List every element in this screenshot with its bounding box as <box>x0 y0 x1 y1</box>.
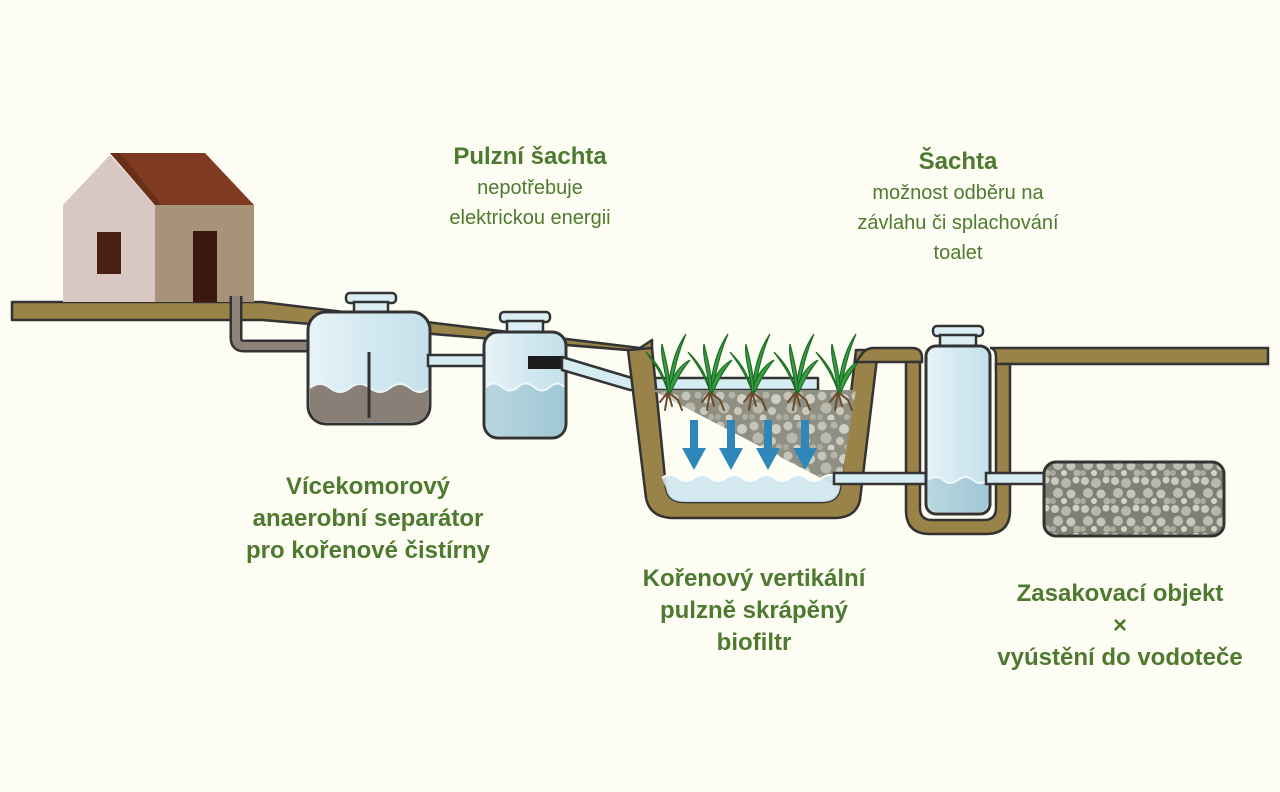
biofilter-bed <box>626 346 880 520</box>
biofilter-line1: Kořenový vertikální <box>642 565 866 592</box>
infiltration-object <box>1042 460 1226 538</box>
pipe-shaft-to-infiltration <box>984 471 1050 486</box>
label-pulse-shaft: Pulzní šachta nepotřebuje elektrickou en… <box>390 141 670 233</box>
pulse-shaft-line1: nepotřebuje <box>477 177 583 199</box>
flow-arrows <box>682 420 817 470</box>
separator-line3: pro kořenové čistírny <box>245 537 491 564</box>
separator-line1: Vícekomorový <box>285 473 451 500</box>
pulse-shaft-tank <box>482 310 568 440</box>
infiltration-line2: × <box>1112 612 1127 639</box>
biofilter-line2: pulzně skrápěný <box>659 597 849 624</box>
separator-line2: anaerobní separátor <box>252 505 484 532</box>
shaft-title: Šachta <box>918 148 998 175</box>
pulse-shaft-title: Pulzní šachta <box>453 143 607 170</box>
label-separator: Vícekomorový anaerobní separátor pro koř… <box>208 471 528 567</box>
shaft-tank <box>924 324 992 516</box>
shaft-line1: možnost odběru na <box>872 182 1044 204</box>
shaft-line2: závlahu či splachování <box>857 212 1059 234</box>
pipe-pulse-to-biofilter <box>560 355 820 392</box>
plant-roots <box>659 391 853 411</box>
pipe-biofilter-to-shaft <box>832 471 932 486</box>
ground-right <box>853 346 1270 536</box>
label-biofilter: Kořenový vertikální pulzně skrápěný biof… <box>604 563 904 659</box>
house <box>63 153 254 302</box>
label-infiltration: Zasakovací objekt × vyústění do vodoteče <box>965 578 1275 674</box>
ground-surface <box>10 300 654 354</box>
pipe-separator-to-pulse-shaft <box>426 353 488 368</box>
pulse-shaft-line2: elektrickou energii <box>449 207 611 229</box>
reed-plants <box>645 333 861 393</box>
separator-tank <box>306 291 432 426</box>
infiltration-line3: vyústění do vodoteče <box>997 644 1243 671</box>
infiltration-line1: Zasakovací objekt <box>1016 580 1224 607</box>
label-shaft: Šachta možnost odběru na závlahu či spla… <box>808 146 1108 268</box>
biofilter-line3: biofiltr <box>716 629 792 656</box>
shaft-line3: toalet <box>933 242 983 264</box>
